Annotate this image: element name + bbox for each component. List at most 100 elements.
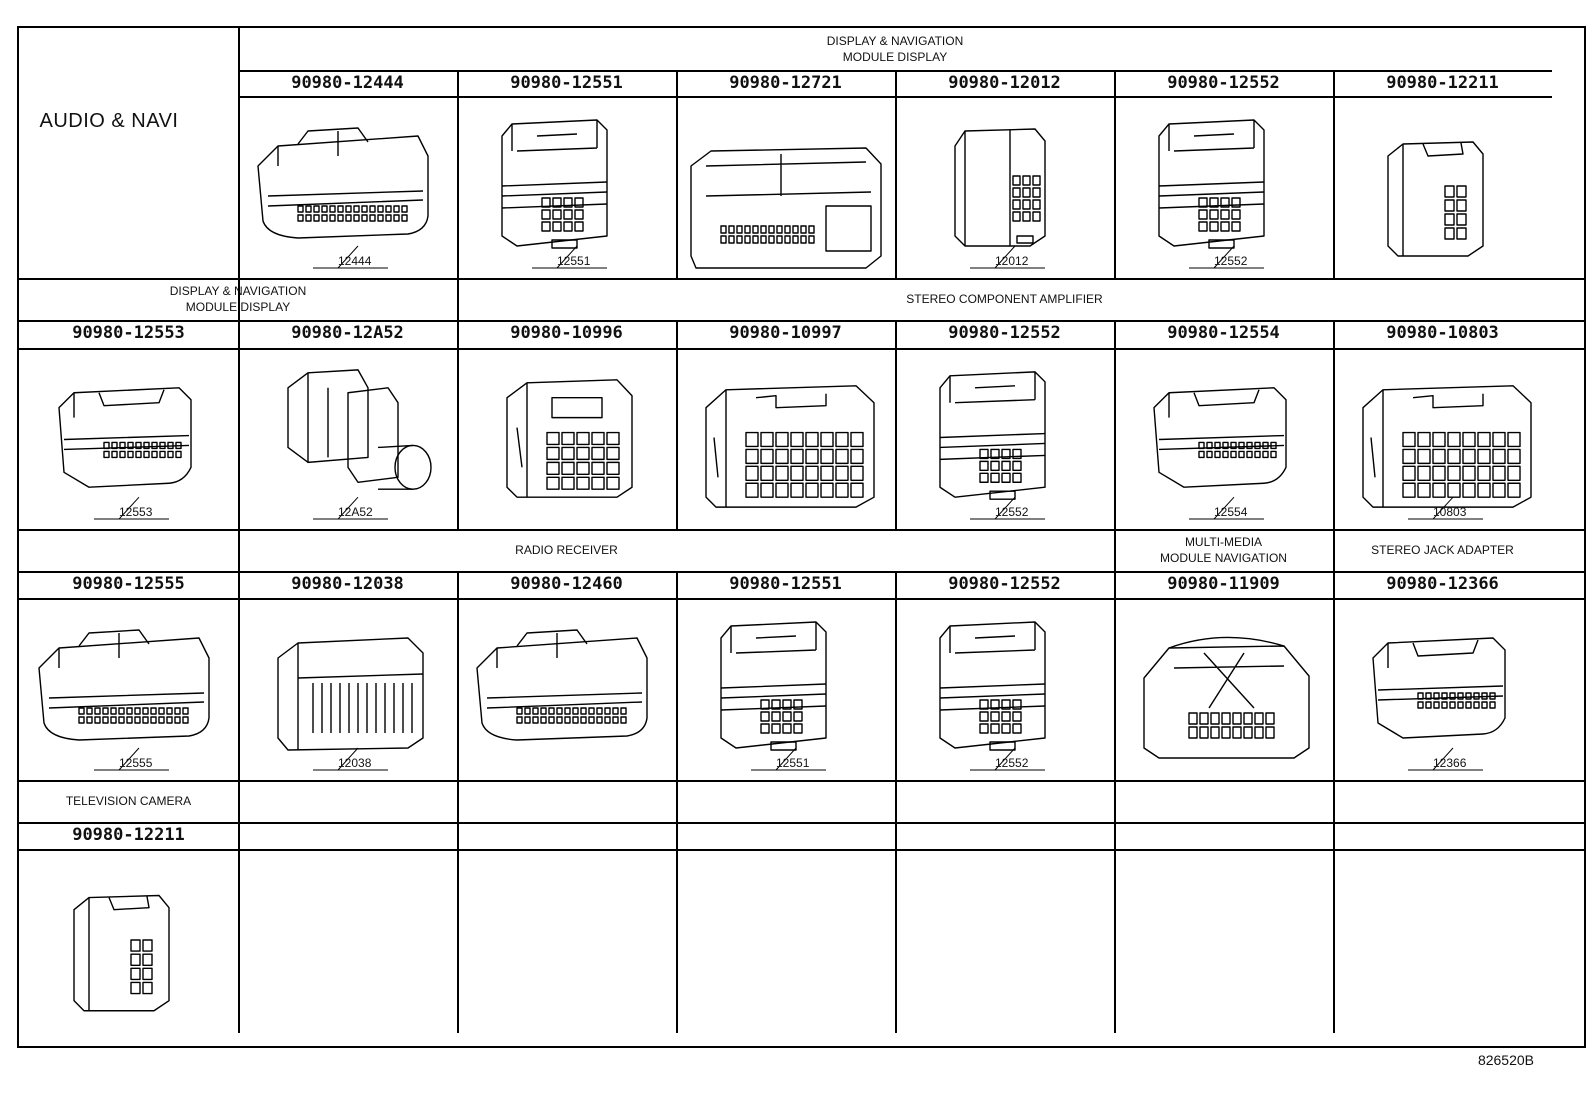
grid-line-vertical [457,780,459,1033]
connector-drawing [19,849,238,1033]
connector-table: DISPLAY & NAVIGATION MODULE DISPLAY 90980… [17,26,1586,1048]
leader-line [751,748,826,770]
connector-drawing [457,348,676,529]
connector-drawing: 12555 [19,598,238,780]
grid-line-vertical [676,320,678,529]
connector-drawing [1333,96,1552,278]
connector-tag: 12552 [995,756,1029,770]
leader-line [1408,748,1483,770]
leader-line [970,748,1045,770]
connector-tag: 12555 [119,756,153,770]
part-number: 90980-12551 [729,574,842,594]
comb-connector-icon [238,598,457,780]
grid-line-vertical [1114,70,1116,278]
connector-drawing: 12A52 [238,348,457,529]
grid-line-horizontal [19,598,1584,600]
grid-line-vertical [457,278,459,529]
leader-line [94,748,169,770]
part-number: 90980-12553 [72,323,185,343]
grid-line-vertical [1114,780,1116,1033]
part-number: 90980-12554 [1167,323,1280,343]
tall-latched-connector-icon [895,598,1114,780]
part-number: 90980-12366 [1386,574,1499,594]
hooded-connector-icon [1114,598,1333,780]
connector-drawing: 12553 [19,348,238,529]
connector-drawing: 12012 [895,96,1114,278]
category-label: DISPLAY & NAVIGATION MODULE DISPLAY [169,284,307,314]
part-number: 90980-12038 [291,574,404,594]
connector-drawing [676,96,895,278]
leader-line [1189,246,1264,268]
grid-line-horizontal [19,849,1584,851]
small-latched-connector-icon [19,348,238,529]
connector-tag: 12552 [1214,254,1248,268]
grid-line-horizontal [19,780,1584,782]
connector-drawing: 12552 [1114,96,1333,278]
connector-drawing: 12551 [457,96,676,278]
part-number: 90980-12721 [729,73,842,93]
grid-line-vertical [1333,320,1335,529]
small-block-connector-icon [1333,96,1552,278]
wide-grid-connector-icon [676,348,895,529]
grid-line-vertical [238,28,240,1033]
connector-drawing: 12038 [238,598,457,780]
wide-grid-connector-icon [1333,348,1552,529]
tall-latched-connector-icon [457,96,676,278]
category-label: STEREO JACK ADAPTER [1371,543,1514,557]
part-number: 90980-11909 [1167,574,1280,594]
category-label: MULTI-MEDIA MODULE NAVIGATION [1160,535,1287,565]
leader-line [970,497,1045,519]
part-number: 90980-12555 [72,574,185,594]
part-number: 90980-12552 [948,323,1061,343]
part-number: 90980-12012 [948,73,1061,93]
connector-tag: 12552 [995,505,1029,519]
connector-drawing [1114,598,1333,780]
connector-tag: 12551 [557,254,591,268]
category-label: RADIO RECEIVER [515,543,618,557]
part-number: 90980-10803 [1386,323,1499,343]
category-label: STEREO COMPONENT AMPLIFIER [906,292,1103,306]
grid-line-vertical [457,70,459,278]
grid-line-vertical [895,70,897,278]
connector-tag: 12038 [338,756,372,770]
small-latched-connector-icon [1114,348,1333,529]
part-number: 90980-12444 [291,73,404,93]
wide-connector-icon [19,598,238,780]
coax-connector-icon [238,348,457,529]
wide-connector-icon [238,96,457,278]
grid-line-horizontal [19,822,1584,824]
square-grid-connector-icon [457,348,676,529]
connector-tag: 12553 [119,505,153,519]
grid-line-vertical [1333,529,1335,780]
grid-line-horizontal [19,348,1584,350]
connector-drawing: 12552 [895,598,1114,780]
grid-line-vertical [457,571,459,780]
grid-line-vertical [895,780,897,1033]
part-number: 90980-12211 [1386,73,1499,93]
grid-line-horizontal [19,529,1584,531]
grid-line-vertical [676,70,678,278]
connector-drawing [676,348,895,529]
grid-line-horizontal [19,571,1584,573]
part-number: 90980-10997 [729,323,842,343]
part-number: 90980-12552 [1167,73,1280,93]
connector-drawing: 10803 [1333,348,1552,529]
connector-tag: 12012 [995,254,1029,268]
leader-line [970,246,1045,268]
large-dual-connector-icon [676,96,895,278]
grid-line-vertical [676,571,678,780]
connector-tag: 12366 [1433,756,1467,770]
small-block-connector-icon [19,849,238,1033]
connector-tag: 10803 [1433,505,1467,519]
leader-line [1189,497,1264,519]
leader-line [313,497,388,519]
part-number: 90980-10996 [510,323,623,343]
small-tall-connector-icon [895,96,1114,278]
part-number: 90980-12A52 [291,323,404,343]
grid-line-vertical [895,320,897,529]
category-label: TELEVISION CAMERA [65,794,192,808]
connector-drawing: 12551 [676,598,895,780]
connector-drawing: 12366 [1333,598,1552,780]
part-number: 90980-12551 [510,73,623,93]
connector-drawing [457,598,676,780]
